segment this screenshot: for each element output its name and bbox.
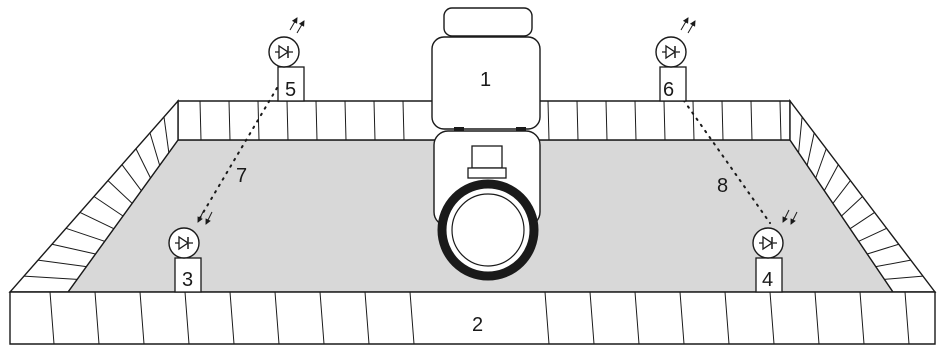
wall-slat bbox=[875, 259, 911, 268]
emitter-right-label: 6 bbox=[663, 79, 674, 101]
wall-slat bbox=[93, 196, 124, 217]
wall-slat bbox=[605, 100, 608, 141]
wall-slat bbox=[692, 100, 695, 141]
wall-slat bbox=[94, 291, 100, 345]
wall-slat bbox=[724, 291, 730, 345]
photodiode-receiver-icon bbox=[168, 227, 200, 259]
photodiode-emitter-icon bbox=[268, 36, 300, 68]
wall-slat bbox=[544, 291, 550, 345]
wall-slat bbox=[364, 291, 370, 345]
wall-slat bbox=[798, 116, 803, 153]
wall-slat bbox=[49, 291, 55, 345]
wall-slat bbox=[806, 132, 815, 166]
wall-slat bbox=[841, 196, 863, 217]
wall-slat bbox=[679, 291, 685, 345]
wall-slat bbox=[769, 291, 775, 345]
wall-slat bbox=[663, 100, 666, 141]
arena-wall-label: 2 bbox=[472, 314, 483, 336]
emitter-left-label: 5 bbox=[285, 79, 296, 101]
wall-slat bbox=[274, 291, 280, 345]
wall-slat bbox=[904, 291, 910, 345]
wall-slat bbox=[402, 100, 405, 141]
receiver-right bbox=[752, 209, 798, 293]
wall-slat bbox=[121, 164, 142, 191]
wall-slat bbox=[823, 164, 839, 191]
wall-slat bbox=[576, 100, 579, 141]
wall-slat bbox=[344, 100, 347, 141]
wall-slat bbox=[814, 291, 820, 345]
arena-front-wall bbox=[9, 291, 936, 345]
beam-right-label: 8 bbox=[717, 175, 728, 197]
wall-slat bbox=[721, 100, 724, 141]
wall-slat bbox=[859, 291, 865, 345]
wall-slat bbox=[37, 259, 87, 268]
wall-slat bbox=[184, 291, 190, 345]
wall-slat bbox=[228, 100, 231, 141]
wall-slat bbox=[867, 243, 899, 255]
wall-slat bbox=[750, 100, 753, 141]
wall-slat bbox=[23, 275, 78, 280]
receiver-right-label: 4 bbox=[762, 269, 773, 291]
wall-slat bbox=[199, 100, 202, 141]
wall-slat bbox=[815, 148, 827, 179]
emitter-left bbox=[268, 17, 305, 102]
wall-slat bbox=[409, 291, 415, 345]
wall-slat bbox=[51, 243, 96, 255]
wall-slat bbox=[858, 227, 887, 242]
beam-left-label: 7 bbox=[236, 165, 247, 187]
wall-slat bbox=[634, 291, 640, 345]
wall-slat bbox=[286, 100, 289, 141]
wall-slat bbox=[547, 100, 550, 141]
wall-slat bbox=[315, 100, 318, 141]
photodiode-receiver-icon bbox=[752, 227, 784, 259]
wall-slat bbox=[373, 100, 376, 141]
wall-slat bbox=[849, 211, 875, 230]
wall-slat bbox=[65, 227, 105, 242]
wall-slat bbox=[634, 100, 637, 141]
wall-slat bbox=[589, 291, 595, 345]
wall-slat bbox=[229, 291, 235, 345]
receiver-left-label: 3 bbox=[182, 269, 193, 291]
wall-slat bbox=[139, 291, 145, 345]
wall-slat bbox=[832, 180, 851, 204]
wall-slat bbox=[107, 180, 133, 204]
beam-right bbox=[674, 87, 771, 224]
wall-slat bbox=[149, 132, 161, 166]
wall-slat bbox=[884, 275, 923, 280]
photodiode-emitter-icon bbox=[655, 36, 687, 68]
receiver-left bbox=[168, 209, 213, 293]
robot-label: 1 bbox=[480, 69, 491, 91]
wall-slat bbox=[79, 211, 115, 230]
emitter-right bbox=[655, 17, 696, 102]
robot bbox=[431, 7, 541, 281]
arena-right-wall bbox=[789, 98, 937, 293]
wall-slat bbox=[163, 116, 170, 153]
wall-slat bbox=[135, 148, 151, 179]
wall-slat bbox=[319, 291, 325, 345]
wall-slat bbox=[779, 100, 782, 141]
